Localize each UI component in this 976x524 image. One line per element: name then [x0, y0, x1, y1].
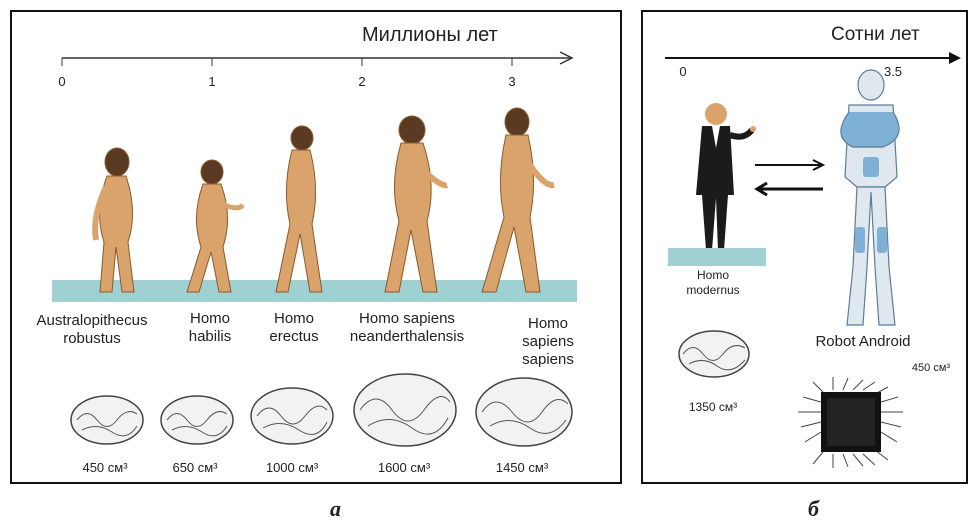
tick-label-b-0: 0 [679, 64, 686, 79]
tick-label-3: 3 [508, 74, 515, 89]
homo-erectus-figure [262, 124, 337, 292]
tick-label-1: 1 [208, 74, 215, 89]
volume-label-robot: 450 см³ [912, 362, 950, 374]
brain-icon-human [675, 327, 753, 385]
volume-label-human: 1350 см³ [689, 400, 737, 414]
species-label-australopithecus: Australopithecus robustus [37, 312, 148, 348]
robot-android-figure [823, 67, 918, 332]
tick-label-2: 2 [358, 74, 365, 89]
caption-b: б [808, 496, 819, 522]
tick-label-0: 0 [58, 74, 65, 89]
homo-habilis-figure [177, 157, 247, 292]
species-label-erectus: Homo erectus [269, 310, 318, 346]
caption-a: а [330, 496, 341, 522]
australopithecus-figure [82, 142, 152, 292]
brain-icon-sapiens [472, 374, 577, 452]
volume-label-erectus: 1000 см³ [266, 460, 318, 475]
homo-sapiens-figure [472, 107, 557, 292]
volume-label-neanderthalensis: 1600 см³ [378, 460, 430, 475]
human-label: Homo modernus [686, 268, 739, 298]
ground-strip-b [668, 248, 766, 266]
brain-icon-erectus [247, 384, 337, 452]
species-label-neanderthalensis: Homo sapiens neanderthalensis [350, 310, 464, 346]
species-label-sapiens: Homo sapiens sapiens [512, 315, 584, 369]
brain-icon-australopithecus [67, 392, 147, 452]
volume-label-sapiens: 1450 см³ [496, 460, 548, 475]
microchip-icon [793, 372, 913, 472]
volume-label-habilis: 650 см³ [172, 460, 217, 475]
robot-label: Robot Android [815, 334, 910, 349]
brain-icon-neanderthalensis [350, 370, 460, 452]
exchange-arrows [751, 157, 831, 197]
species-label-habilis: Homo habilis [189, 310, 232, 346]
panel-b-robot: Сотни лет 0 3.5 Homo modernus [641, 10, 968, 484]
volume-label-australopithecus: 450 см³ [82, 460, 127, 475]
businessman-figure [678, 100, 758, 260]
brain-icon-habilis [157, 392, 237, 452]
neanderthal-figure [377, 115, 457, 292]
panel-a-evolution: Миллионы лет 0 1 2 3 [10, 10, 622, 484]
